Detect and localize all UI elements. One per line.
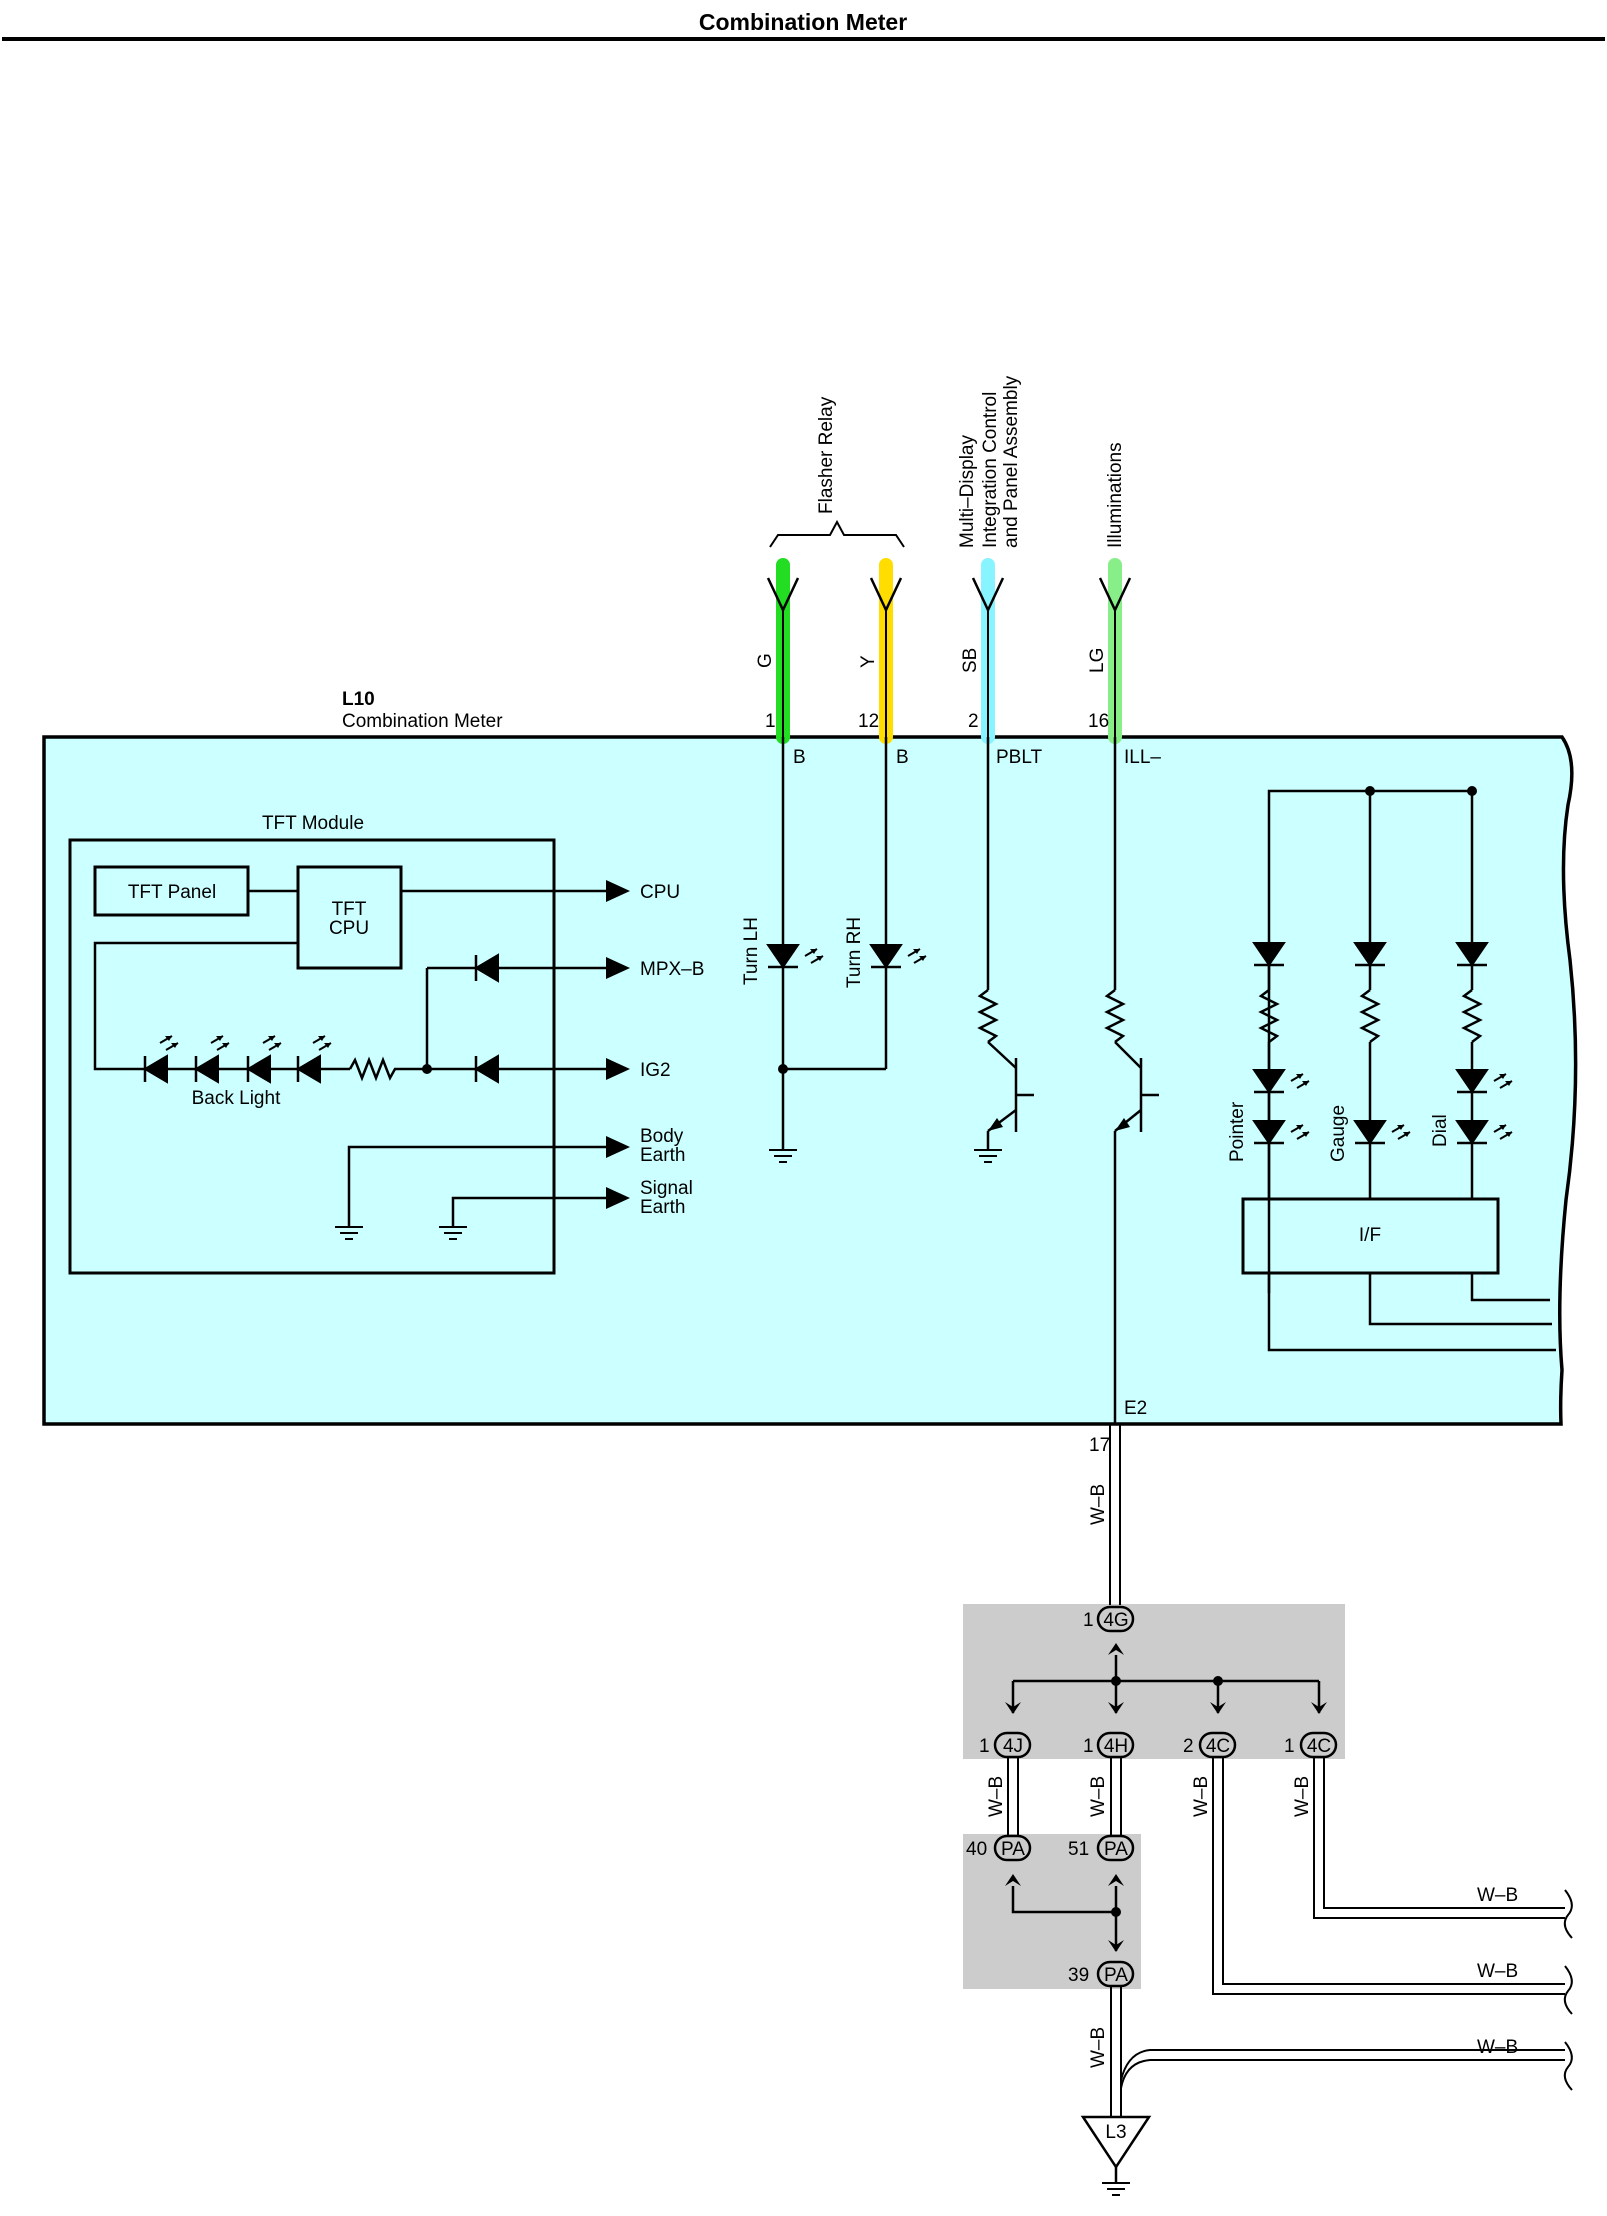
pa-51: PA 51: [1068, 1834, 1135, 1862]
junction-4j-pin: 1: [979, 1736, 990, 1757]
wire-lg-code: LG: [1087, 648, 1108, 673]
turn-lh-label: Turn LH: [741, 917, 762, 985]
pa-39-id: PA: [1104, 1965, 1128, 1986]
body-earth-label-2: Earth: [640, 1145, 685, 1166]
component-name: Combination Meter: [342, 711, 503, 732]
wire-y: Y 12 B: [858, 558, 909, 768]
turn-rh-label: Turn RH: [844, 917, 865, 988]
wire-g-pin: 1: [765, 711, 776, 732]
component-id: L10: [342, 689, 375, 710]
e2-terminal: E2: [1124, 1398, 1147, 1419]
wire-sb: SB 2 PBLT: [960, 558, 1043, 768]
pa-39: PA 39: [1068, 1960, 1135, 1988]
wire-y-terminal: B: [896, 747, 909, 768]
ill-transistor: [1104, 737, 1159, 1424]
wire-sb-terminal: PBLT: [996, 747, 1043, 768]
illuminations-label: Illuminations: [1105, 442, 1126, 548]
multi-display-label-2: Integration Control: [980, 392, 1001, 548]
tft-panel-label: TFT Panel: [128, 882, 216, 903]
dial-label: Dial: [1430, 1114, 1451, 1147]
wire-y-code: Y: [858, 655, 879, 668]
wb-final-code: W–B: [1088, 2027, 1109, 2068]
pblt-transistor: [973, 737, 1034, 1163]
junction-4h-id: 4H: [1104, 1736, 1128, 1757]
pa-51-pin: 51: [1068, 1839, 1089, 1860]
back-light-label: Back Light: [192, 1088, 281, 1109]
cpu-signal-label: CPU: [640, 882, 680, 903]
body-earth-label-1: Body: [640, 1126, 684, 1147]
ground-point-l3: W–B L3: [1080, 1986, 1565, 2196]
wb-4h-code: W–B: [1088, 1776, 1109, 1817]
ground-wire: 17 W–B: [1088, 1424, 1121, 1605]
wire-lg-pin: 16: [1088, 711, 1109, 732]
junction-4h-pin: 1: [1083, 1736, 1094, 1757]
wire-sb-pin: 2: [968, 711, 979, 732]
ground-pin-label: 17: [1089, 1435, 1110, 1456]
turn-signal-circuit: [766, 737, 927, 1163]
combination-meter-box: [42, 735, 1578, 1426]
tft-cpu-label-1: TFT: [332, 899, 367, 920]
page-title: Combination Meter: [699, 9, 907, 35]
ground-point-label: L3: [1105, 2122, 1126, 2143]
pa-51-id: PA: [1104, 1839, 1128, 1860]
wire-lg: LG 16 ILL–: [1087, 558, 1161, 768]
signal-earth-label-1: Signal: [640, 1178, 693, 1199]
wb-right-2: W–B: [1477, 1961, 1518, 1982]
junction-4c-a: 4C 2: [1183, 1731, 1237, 1759]
junction-4c-a-id: 4C: [1206, 1736, 1230, 1757]
multi-display-label-3: and Panel Assembly: [1001, 375, 1022, 548]
signal-earth-label-2: Earth: [640, 1197, 685, 1218]
ground-wire-code: W–B: [1088, 1484, 1109, 1525]
junction-4g-pin: 1: [1083, 1610, 1094, 1631]
flasher-relay-label: Flasher Relay: [816, 396, 837, 514]
junction-4c-a-pin: 2: [1183, 1736, 1194, 1757]
tft-module: TFT Module TFT Panel TFT CPU: [68, 813, 630, 1275]
tft-cpu-label-2: CPU: [329, 918, 369, 939]
junction-4g: 4G 1: [1005, 1605, 1327, 1714]
wb-4c-b-code: W–B: [1292, 1776, 1313, 1817]
multi-display-label: Multi–Display: [957, 435, 978, 548]
wire-g: G 1 B: [755, 558, 806, 768]
interface-label: I/F: [1359, 1225, 1381, 1246]
ig2-signal-label: IG2: [640, 1060, 671, 1081]
junction-4c-b-pin: 1: [1284, 1736, 1295, 1757]
illumination-leds: I/F: [1241, 786, 1556, 1352]
wire-y-pin: 12: [858, 711, 879, 732]
mpxb-signal-label: MPX–B: [640, 959, 704, 980]
wb-right-3: W–B: [1477, 2037, 1518, 2058]
wb-wires: W–B W–B W–B W–B W–B W–B W–B: [986, 1757, 1573, 2091]
junction-4h: 4H 1: [1083, 1731, 1135, 1759]
pointer-label: Pointer: [1227, 1101, 1248, 1162]
tft-module-label: TFT Module: [262, 813, 364, 834]
backlight-resistor: [348, 1056, 427, 1082]
flasher-relay-brace: Flasher Relay: [769, 396, 905, 548]
wire-lg-terminal: ILL–: [1124, 747, 1161, 768]
wire-g-code: G: [755, 653, 776, 668]
pa-40: PA 40: [966, 1834, 1032, 1862]
wire-sb-code: SB: [960, 648, 981, 673]
junction-4c-b-id: 4C: [1307, 1736, 1331, 1757]
gauge-label: Gauge: [1328, 1105, 1349, 1162]
wb-4c-a-code: W–B: [1191, 1776, 1212, 1817]
pa-39-pin: 39: [1068, 1965, 1089, 1986]
pa-40-id: PA: [1001, 1839, 1025, 1860]
junction-4g-id: 4G: [1103, 1610, 1128, 1631]
tft-cpu: [296, 865, 403, 970]
wb-right-1: W–B: [1477, 1885, 1518, 1906]
pa-40-pin: 40: [966, 1839, 987, 1860]
junction-4j: 4J 1: [979, 1731, 1032, 1759]
wb-4j-code: W–B: [986, 1776, 1007, 1817]
wire-g-terminal: B: [793, 747, 806, 768]
junction-4j-id: 4J: [1003, 1736, 1023, 1757]
junction-4c-b: 4C 1: [1284, 1731, 1338, 1759]
